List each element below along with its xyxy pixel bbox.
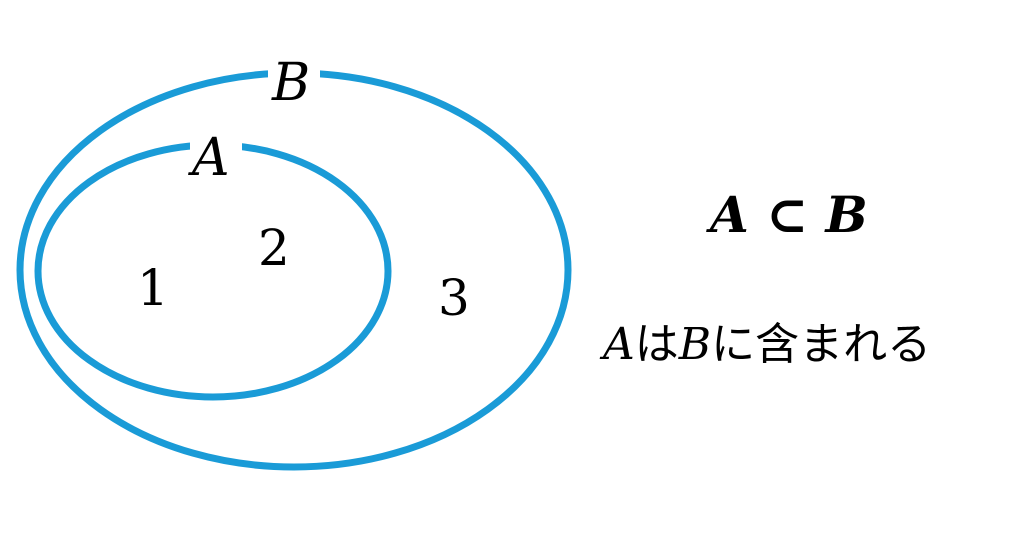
set-b-label-gap <box>268 60 320 90</box>
set-a-label: A <box>188 128 230 188</box>
desc-rest: に含まれる <box>711 319 932 370</box>
subset-description: AはBに含まれる <box>603 308 931 372</box>
element-3: 3 <box>438 269 470 327</box>
desc-b: B <box>678 319 712 370</box>
element-1: 1 <box>137 259 169 317</box>
set-b-ellipse <box>16 69 572 471</box>
set-a-label-gap <box>190 135 242 165</box>
subset-relation: A ⊂ B <box>710 185 868 244</box>
desc-mid: は <box>634 319 679 370</box>
set-b-label: B <box>271 53 310 113</box>
element-2: 2 <box>258 219 290 277</box>
desc-a: A <box>603 319 635 370</box>
